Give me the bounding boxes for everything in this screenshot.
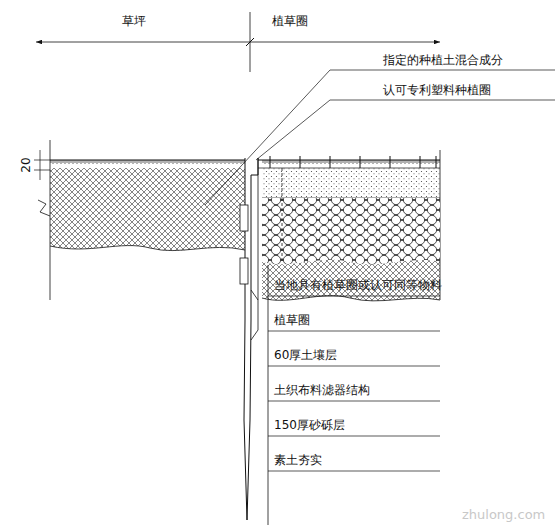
layer-label: 60厚土壤层 xyxy=(274,348,337,362)
layer-label: 150厚砂砾层 xyxy=(274,418,345,432)
dimension-label: 植草圈 xyxy=(272,14,308,28)
dimension-label: 草坪 xyxy=(122,14,146,28)
layer-label: 当地具有植草圈或认可同等物料 xyxy=(274,278,442,292)
layer-label: 素土夯实 xyxy=(274,453,322,467)
dimension-value: 20 xyxy=(19,157,33,172)
callout-note: 指定的种植土混合成分 xyxy=(383,53,503,67)
callout-note: 认可专利塑料种植圈 xyxy=(383,83,491,97)
layer-label: 植草圈 xyxy=(274,313,310,327)
layer-label: 土织布料滤器结构 xyxy=(274,383,370,397)
watermark: zhulong.com xyxy=(462,508,545,522)
